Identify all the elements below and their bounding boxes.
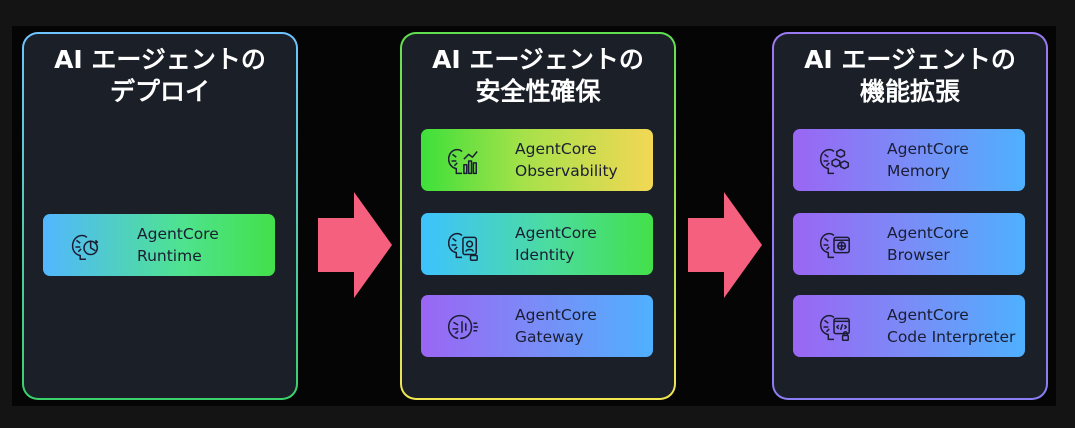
card-agentcore-observability[interactable]: AgentCore Observability xyxy=(421,129,653,191)
diagram-stage: AI エージェントの デプロイ AgentCore Runtime xyxy=(12,26,1056,406)
card-agentcore-gateway[interactable]: AgentCore Gateway xyxy=(421,295,653,357)
card-agentcore-memory[interactable]: AgentCore Memory xyxy=(793,129,1025,191)
card-agentcore-browser[interactable]: AgentCore Browser xyxy=(793,213,1025,275)
panel-title: AI エージェントの デプロイ xyxy=(54,45,266,106)
card-agentcore-runtime[interactable]: AgentCore Runtime xyxy=(43,214,275,276)
brain-memory-icon xyxy=(819,148,850,175)
brain-code-icon xyxy=(819,314,850,342)
brain-browser-icon xyxy=(819,232,850,259)
brain-chart-icon xyxy=(447,148,478,175)
panel-title: AI エージェントの 安全性確保 xyxy=(432,45,644,106)
brain-gateway-icon xyxy=(447,314,479,340)
flow-arrow-2 xyxy=(688,192,762,298)
panel-extension: AI エージェントの 機能拡張 AgentCore Memory xyxy=(772,32,1048,400)
panel-safety: AI エージェントの 安全性確保 AgentCore Observability xyxy=(400,32,676,400)
flow-arrow-1 xyxy=(318,192,392,298)
card-agentcore-code-interpreter[interactable]: AgentCore Code Interpreter xyxy=(793,295,1025,357)
brain-id-icon xyxy=(447,232,478,261)
panel-title: AI エージェントの 機能拡張 xyxy=(804,45,1016,106)
panel-deploy: AI エージェントの デプロイ AgentCore Runtime xyxy=(22,32,298,400)
brain-cycle-icon xyxy=(71,234,99,261)
card-agentcore-identity[interactable]: AgentCore Identity xyxy=(421,213,653,275)
